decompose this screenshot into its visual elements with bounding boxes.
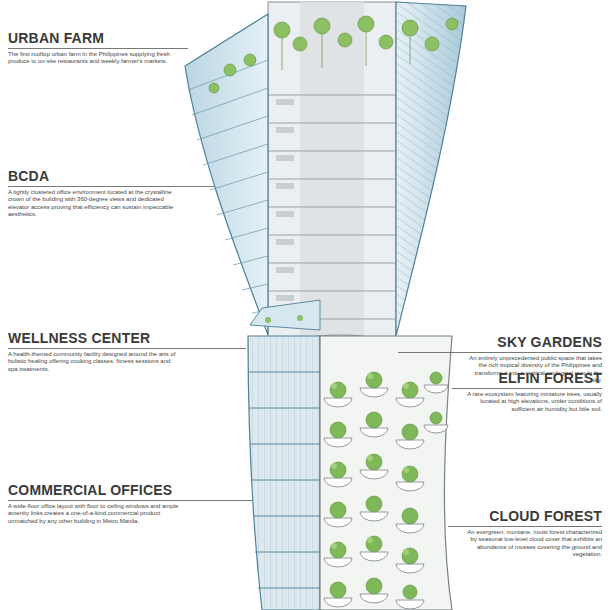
section-description: A wide-floor office layout with floor to… xyxy=(8,503,180,525)
section-description: A tightly clustered office environment l… xyxy=(8,189,180,219)
leader-line xyxy=(398,352,602,353)
leader-line xyxy=(8,348,246,349)
section-heading: URBAN FARM xyxy=(8,30,180,46)
commercial-offices-label: COMMERCIAL OFFICES A wide-floor office la… xyxy=(8,482,180,525)
section-heading: WELLNESS CENTER xyxy=(8,330,180,346)
leader-line xyxy=(8,500,252,501)
leader-line xyxy=(8,186,214,187)
section-description: The first rooftop urban farm in the Phil… xyxy=(8,51,180,66)
wellness-center-label: WELLNESS CENTER A health-themed community… xyxy=(8,330,180,373)
section-heading: CLOUD FOREST xyxy=(464,508,602,524)
cloud-forest-label: CLOUD FOREST An evergreen, montane, moist… xyxy=(464,508,602,559)
section-heading: BCDA xyxy=(8,168,180,184)
section-description: A health-themed community facility desig… xyxy=(8,351,180,373)
leader-line xyxy=(448,526,602,527)
elfin-forest-label: ELFIN FOREST A rare ecosystem featuring m… xyxy=(464,370,602,413)
bcda-label: BCDA A tightly clustered office environme… xyxy=(8,168,180,219)
section-heading: COMMERCIAL OFFICES xyxy=(8,482,180,498)
section-description: A rare ecosystem featuring miniature tre… xyxy=(464,391,602,413)
urban-farm-label: URBAN FARM The first rooftop urban farm i… xyxy=(8,30,180,66)
section-description: An evergreen, montane, moist forest char… xyxy=(464,529,602,559)
leader-line xyxy=(8,48,188,49)
section-heading: SKY GARDENS xyxy=(464,334,602,350)
section-heading: ELFIN FOREST xyxy=(464,370,602,386)
leader-line xyxy=(452,388,602,389)
